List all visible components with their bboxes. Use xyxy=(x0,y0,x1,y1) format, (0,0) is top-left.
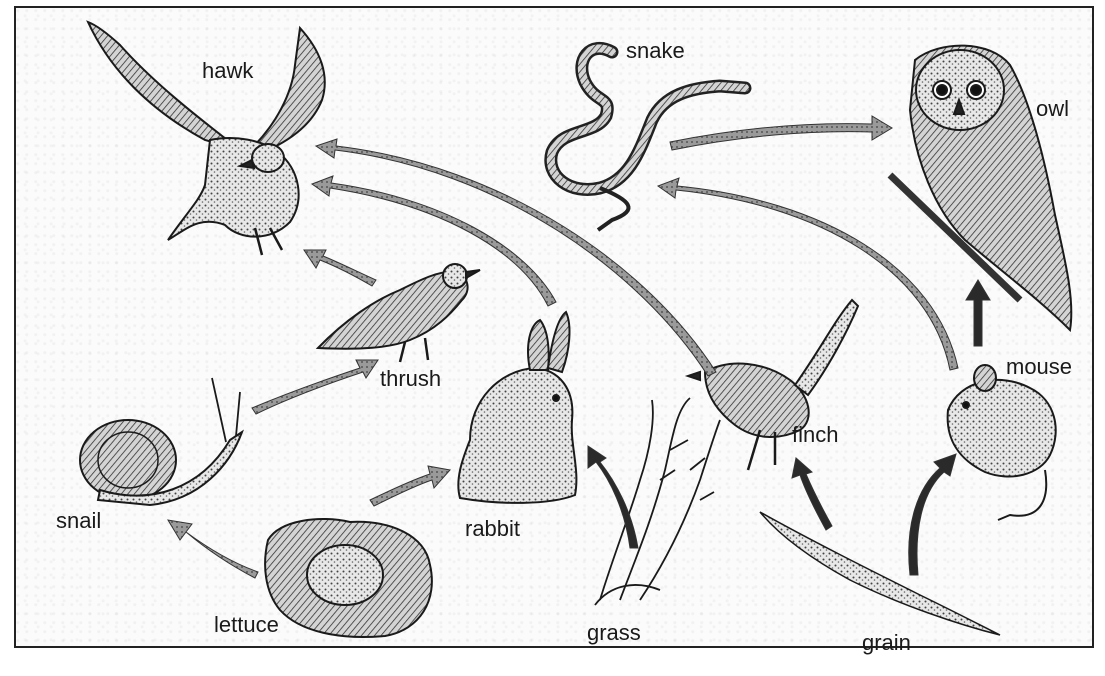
rabbit-illustration xyxy=(458,312,576,503)
label-rabbit: rabbit xyxy=(465,518,520,540)
label-snail: snail xyxy=(56,510,101,532)
label-lettuce: lettuce xyxy=(214,614,279,636)
arrow-grass-to-rabbit xyxy=(588,446,638,548)
label-mouse: mouse xyxy=(1006,356,1072,378)
hawk-illustration xyxy=(88,22,325,255)
mouse-illustration xyxy=(948,365,1056,520)
label-thrush: thrush xyxy=(380,368,441,390)
grass-illustration xyxy=(595,398,720,605)
arrow-thrush-to-hawk xyxy=(304,250,376,286)
label-hawk: hawk xyxy=(202,60,253,82)
arrow-snail-to-thrush xyxy=(252,360,378,414)
arrow-mouse-to-snake xyxy=(658,178,958,370)
arrow-snake-to-owl xyxy=(670,116,892,150)
arrow-grain-to-mouse xyxy=(909,454,956,575)
snail-illustration xyxy=(80,378,242,505)
label-snake: snake xyxy=(626,40,685,62)
arrow-lettuce-to-rabbit xyxy=(370,466,450,506)
label-grain: grain xyxy=(862,632,911,654)
arrow-mouse-to-owl xyxy=(966,280,990,346)
arrow-lettuce-to-snail xyxy=(168,520,258,578)
lettuce-illustration xyxy=(265,519,432,637)
label-finch: finch xyxy=(792,424,838,446)
thrush-illustration xyxy=(318,264,480,362)
label-grass: grass xyxy=(587,622,641,644)
arrow-grain-to-finch xyxy=(792,458,832,530)
grain-illustration xyxy=(760,512,1000,635)
label-owl: owl xyxy=(1036,98,1069,120)
